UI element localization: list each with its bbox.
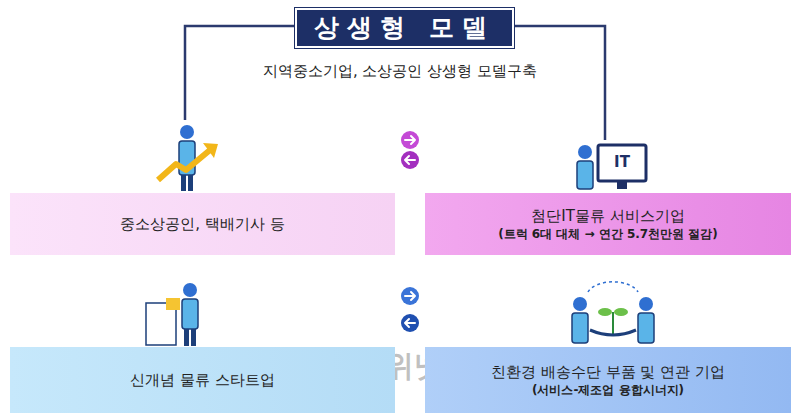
person-growth-icon xyxy=(158,125,218,191)
icon-label: IT xyxy=(598,145,646,181)
exchange-arrow xyxy=(401,131,419,149)
subtitle: 지역중소기업, 소상공인 상생형 모델구축 xyxy=(150,62,650,81)
band-box: 신개념 물류 스타트업 xyxy=(10,347,395,413)
title-box: 상생형 모델 xyxy=(295,8,514,48)
box-heading: 신개념 물류 스타트업 xyxy=(130,370,275,390)
exchange-arrow xyxy=(401,151,419,169)
box-heading: 친환경 배송수단 부품 및 연관 기업 xyxy=(491,362,725,382)
exchange-arrow xyxy=(401,314,419,332)
people-plant-icon xyxy=(572,282,654,343)
box-note: (서비스-제조업 융합시너지) xyxy=(532,382,684,398)
exchange-arrow xyxy=(401,287,419,305)
band-box: 친환경 배송수단 부품 및 연관 기업(서비스-제조업 융합시너지) xyxy=(425,347,791,413)
band-box: 첨단IT물류 서비스기업(트럭 6대 대체 → 연간 5.7천만원 절감) xyxy=(425,193,791,255)
band-box: 중소상공인, 택배기사 등 xyxy=(10,193,395,255)
person-computer-icon xyxy=(577,145,646,189)
person-box-icon xyxy=(146,283,198,346)
box-heading: 첨단IT물류 서비스기업 xyxy=(531,206,684,226)
box-note: (트럭 6대 대체 → 연간 5.7천만원 절감) xyxy=(498,226,718,242)
box-heading: 중소상공인, 택배기사 등 xyxy=(120,214,284,234)
